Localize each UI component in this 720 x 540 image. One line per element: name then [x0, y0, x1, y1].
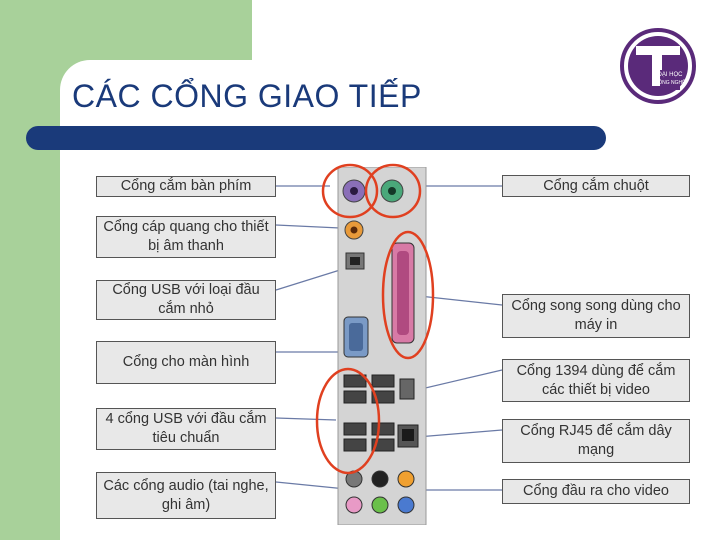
label-mini-usb-port: Cổng USB với loại đầu cắm nhỏ — [96, 280, 276, 320]
label-usb-standard-ports: 4 cổng USB với đầu cắm tiêu chuẩn — [96, 408, 276, 450]
usb-port — [371, 422, 395, 436]
label-video-output-port: Cổng đầu ra cho video — [502, 479, 690, 504]
audio-jack — [371, 470, 389, 488]
page-title: CÁC CỔNG GIAO TIẾP — [72, 78, 422, 114]
usb-port — [343, 438, 367, 452]
title-underline-bar — [26, 126, 606, 150]
label-parallel-port: Cổng song song dùng cho máy in — [502, 294, 690, 338]
usb-port — [343, 422, 367, 436]
label-optical-audio-port: Cổng cáp quang cho thiết bị âm thanh — [96, 216, 276, 258]
audio-jack — [345, 470, 363, 488]
label-audio-ports: Các cổng audio (tai nghe, ghi âm) — [96, 472, 276, 519]
label-mouse-port: Cổng cắm chuột — [502, 175, 690, 197]
usb-port — [343, 374, 367, 388]
university-logo: ĐẠI HỌC CÔNG NGHỆ — [620, 28, 696, 104]
green-sidebar — [0, 0, 60, 540]
audio-jack — [397, 470, 415, 488]
usb-port — [371, 390, 395, 404]
usb-port — [371, 374, 395, 388]
usb-port — [343, 390, 367, 404]
label-rj45-port: Cổng RJ45 để cắm dây mạng — [502, 419, 690, 463]
audio-jack — [345, 496, 363, 514]
audio-jack — [397, 496, 415, 514]
label-firewire-port: Cổng 1394 dùng để cắm các thiết bị video — [502, 359, 690, 402]
motherboard-io-panel — [337, 167, 427, 525]
logo-text-1: ĐẠI HỌC — [657, 72, 683, 78]
firewire-port — [399, 378, 415, 400]
usb-port — [371, 438, 395, 452]
logo-text-2: CÔNG NGHỆ — [655, 78, 687, 86]
audio-jack — [371, 496, 389, 514]
label-monitor-port: Cổng cho màn hình — [96, 341, 276, 384]
label-keyboard-port: Cổng cắm bàn phím — [96, 176, 276, 197]
